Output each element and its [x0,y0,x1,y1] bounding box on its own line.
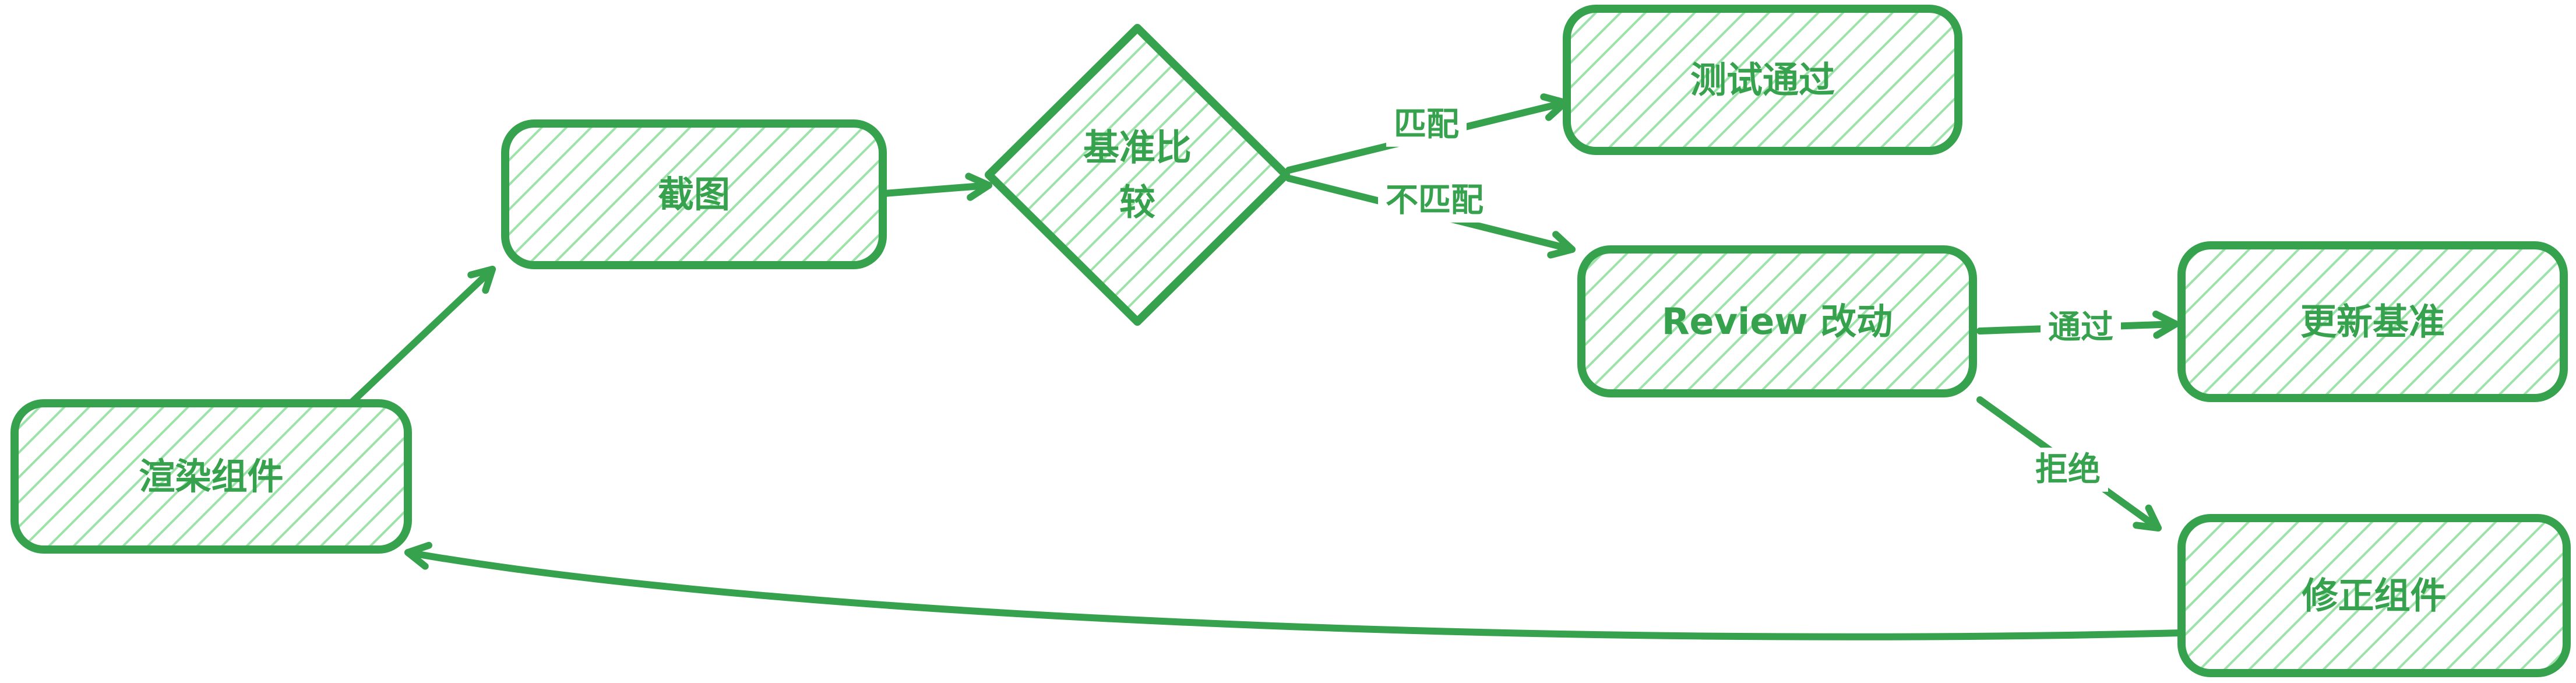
node-fix-component: 修正组件 [2177,514,2571,677]
edge-review-reject-label-bg [2028,448,2108,492]
node-render-component-shape [10,399,412,554]
edge-review-pass-arrowhead-icon [2152,310,2179,339]
edge-fix-to-render [404,541,2185,640]
edge-fix-to-render-arrowhead-icon [404,541,432,570]
edge-review-pass: 通过 [1976,305,2179,350]
edge-compare-mismatch: 不匹配 [1285,175,1576,259]
edge-compare-mismatch-arrowhead-icon [1547,231,1576,259]
edge-fix-to-render-line [404,549,2185,640]
node-screenshot: 截图 [501,119,887,269]
node-update-baseline: 更新基准 [2177,241,2568,402]
node-review-change-shape [1577,245,1977,397]
node-test-pass: 测试通过 [1563,5,1962,155]
edge-render-to-screenshot [348,266,496,406]
node-render-component-label: 渲染组件 [139,455,283,498]
edge-compare-mismatch-label: 不匹配 [1386,182,1483,220]
node-update-baseline-label: 更新基准 [2300,301,2445,343]
edge-review-pass-label-bg [2041,305,2121,350]
edge-review-reject-arrowhead-icon [2133,504,2162,531]
node-baseline-compare-shape [985,24,1290,326]
edge-render-to-screenshot-line [348,266,496,406]
node-update-baseline-shape [2177,241,2568,402]
node-baseline-compare-label-line-0: 基准比 [1083,126,1192,169]
edge-compare-match-label-bg [1386,103,1467,147]
edge-compare-mismatch-label-bg [1378,178,1491,223]
edge-review-reject: 拒绝 [1976,396,2162,531]
node-test-pass-shape [1563,5,1962,155]
edge-compare-match-label: 匹配 [1394,106,1459,144]
node-screenshot-label: 截图 [658,173,730,216]
node-fix-component-label: 修正组件 [2302,575,2446,617]
node-fix-component-shape [2177,514,2571,677]
edge-screenshot-to-compare-arrowhead-icon [965,172,992,201]
edge-screenshot-to-compare [881,172,992,201]
node-review-change-label: Review 改动 [1662,300,1893,343]
node-baseline-compare-label-line-1: 较 [1119,181,1155,224]
node-test-pass-label: 测试通过 [1690,59,1835,101]
edge-review-pass-label: 通过 [2048,309,2113,347]
edge-screenshot-to-compare-line [881,182,992,197]
edge-compare-match-arrowhead-icon [1540,93,1569,121]
edge-render-to-screenshot-arrowhead-icon [467,266,496,294]
node-render-component: 渲染组件 [10,399,412,554]
edge-review-reject-label: 拒绝 [2035,451,2101,489]
edge-compare-match: 匹配 [1285,93,1569,174]
node-review-change: Review 改动 [1577,245,1977,397]
